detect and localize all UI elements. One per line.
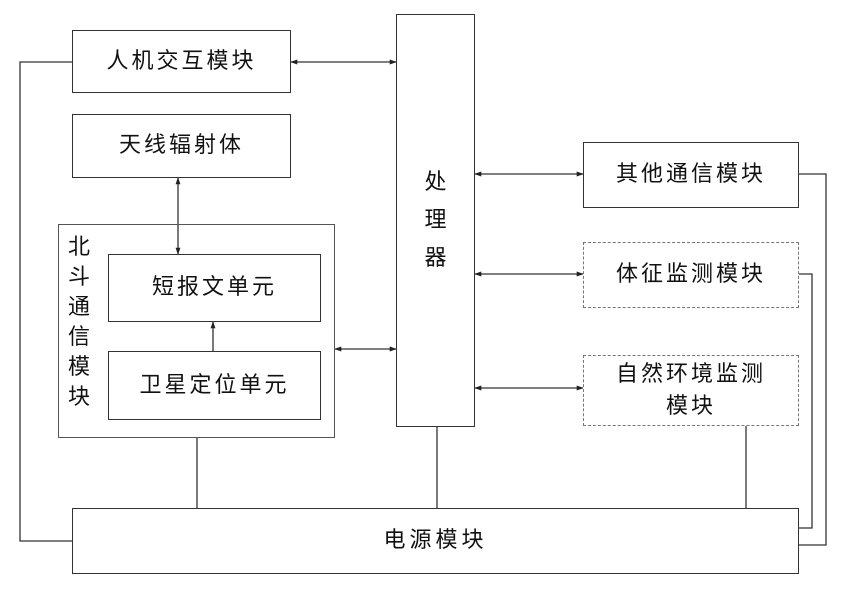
power-vital-line	[799, 273, 813, 529]
power-othercomm-line	[799, 173, 827, 546]
beidou-module-group	[58, 224, 335, 438]
satellite-positioning-unit-box: 卫星定位单元	[108, 351, 321, 420]
power-hmi-line	[19, 61, 72, 542]
power-module-box: 电源模块	[72, 508, 799, 574]
other-comm-module-label: 其他通信模块	[615, 162, 766, 187]
beidou-module-label: 北 斗 通 信 模 块	[67, 235, 90, 410]
power-module-label: 电源模块	[383, 528, 488, 553]
satellite-positioning-unit-label: 卫星定位单元	[139, 372, 290, 398]
vital-sign-monitor-label: 体征监测模块	[615, 262, 766, 287]
short-message-unit-label: 短报文单元	[151, 275, 277, 300]
short-message-unit-box: 短报文单元	[108, 254, 321, 322]
antenna-box: 天线辐射体	[72, 114, 291, 178]
antenna-label: 天线辐射体	[118, 133, 244, 158]
environment-monitor-label: 自然环境监测 模块	[615, 361, 766, 419]
hmi-module-label: 人机交互模块	[106, 48, 257, 74]
vital-sign-monitor-box: 体征监测模块	[583, 242, 799, 308]
processor-label: 处 理 器	[424, 169, 447, 271]
hmi-module-box: 人机交互模块	[72, 30, 291, 93]
environment-monitor-box: 自然环境监测 模块	[583, 355, 799, 426]
processor-box: 处 理 器	[396, 14, 475, 427]
other-comm-module-box: 其他通信模块	[583, 142, 799, 208]
